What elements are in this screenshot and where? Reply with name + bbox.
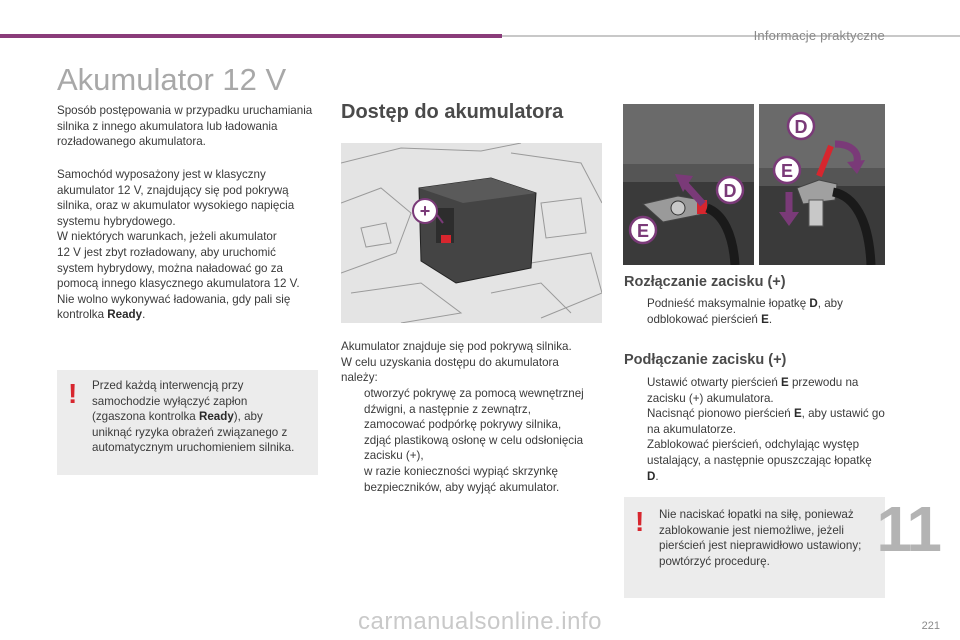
warning-text: Nie naciskać łopatki na siłę, ponieważ z…: [659, 508, 862, 568]
warning-line: samochodzie wyłączyć zapłon: [92, 394, 248, 408]
ring-e-ref: E: [761, 312, 769, 326]
header-accent-bar: [0, 34, 502, 38]
access-intro-line: W celu uzyskania dostępu do akumulatora: [341, 355, 559, 369]
step-text: , aby ustawić go na akumulatorze.: [647, 407, 885, 436]
step-text: otworzyć pokrywę za pomocą wewnętrznej d…: [364, 387, 584, 416]
warning-box-left: ! Przed każdą interwencją przy samochodz…: [57, 370, 318, 475]
body-line: pomocą innego klasycznego akumulatora 12…: [57, 277, 300, 291]
label-d: D: [724, 181, 737, 201]
body-line-text: .: [142, 308, 146, 322]
body-line: Nie wolno wykonywać ładowania, gdy pali …: [57, 292, 291, 306]
ready-indicator-name: Ready: [107, 308, 143, 322]
plus-sign: +: [420, 201, 431, 221]
list-item: Nacisnąć pionowo pierścień E, aby ustawi…: [624, 406, 886, 437]
step-text: Nacisnąć pionowo pierścień: [647, 407, 794, 421]
list-item: zamocować podpórkę pokrywy silnika,: [341, 417, 606, 433]
body-line: system hybrydowy, można naładować go za: [57, 261, 283, 275]
ready-indicator-name: Ready: [198, 410, 234, 424]
step-text: Podnieść maksymalnie łopatkę: [647, 297, 810, 310]
body-paragraph: Samochód wyposażony jest w klasyczny aku…: [57, 167, 327, 323]
connect-steps-list: Ustawić otwarty pierścień E przewodu na …: [624, 375, 886, 484]
list-item: Ustawić otwarty pierścień E przewodu na …: [624, 375, 886, 406]
body-line: silnika, oraz w akumulator wysokiego nap…: [57, 199, 295, 213]
terminal-drawing-right: D E: [759, 104, 885, 266]
label-e-marker: [772, 155, 802, 185]
label-d: D: [795, 117, 808, 137]
lever-d-ref: D: [809, 297, 818, 310]
body-line: kontrolka Ready.: [57, 307, 327, 323]
ring-e-ref: E: [793, 407, 802, 421]
label-e: E: [781, 161, 793, 181]
warning-line: uniknąć ryzyka obrażeń związanego z: [92, 425, 288, 439]
list-item: otworzyć pokrywę za pomocą wewnętrznej d…: [341, 386, 606, 417]
plus-terminal-marker: [412, 198, 438, 224]
body-line: akumulator 12 V, znajdujący się pod pokr…: [57, 183, 289, 197]
page-number: 221: [921, 620, 940, 632]
label-e-marker: [628, 215, 658, 245]
disconnect-steps-list: Podnieść maksymalnie łopatkę D, aby odbl…: [624, 296, 874, 327]
engine-bay-illustration: +: [340, 142, 603, 324]
step-text: zamocować podpórkę pokrywy silnika,: [364, 418, 562, 432]
step-text: Zablokować pierścień, odchylając występ …: [647, 438, 872, 467]
header-rule: [502, 35, 960, 37]
access-steps-list: otworzyć pokrywę za pomocą wewnętrznej d…: [341, 386, 606, 495]
list-item: Zablokować pierścień, odchylając występ …: [624, 437, 886, 484]
intro-paragraph: Sposób postępowania w przypadku uruchami…: [57, 104, 313, 149]
step-text: .: [768, 312, 773, 326]
body-line: Samochód wyposażony jest w klasyczny: [57, 168, 266, 181]
step-text: w razie konieczności wypiąć skrzynkę bez…: [364, 464, 560, 494]
warning-text: Przed każdą interwencją przy samochodzie…: [92, 378, 314, 456]
engine-bay-drawing: +: [340, 142, 603, 324]
body-line-text: kontrolka: [57, 308, 108, 322]
access-intro-line: Akumulator znajduje się pod pokrywą siln…: [341, 340, 572, 353]
body-line: W niektórych warunkach, jeżeli akumulato…: [57, 230, 277, 244]
warning-line: (zgaszona kontrolka Ready), aby: [92, 409, 314, 425]
step-text: Ustawić otwarty pierścień: [647, 376, 782, 389]
watermark: carmanualsonline.info: [358, 608, 602, 635]
terminal-drawing-left: D E: [623, 104, 754, 266]
warning-line-text: (zgaszona kontrolka: [92, 410, 199, 424]
section-title-access: Dostęp do akumulatora: [341, 101, 564, 123]
lever-d-ref: D: [647, 469, 656, 483]
step-text: zdjąć plastikową osłonę w celu odsłonięc…: [364, 433, 584, 463]
warning-icon: !: [68, 378, 78, 409]
label-d-marker: [715, 175, 745, 205]
warning-box-right: ! Nie naciskać łopatki na siłę, ponieważ…: [624, 497, 885, 598]
terminal-photo-left: D E: [623, 104, 754, 266]
label-d-marker: [786, 111, 816, 141]
header-title: Informacje praktyczne: [753, 28, 885, 43]
body-line: 12 V jest zbyt rozładowany, aby uruchomi…: [57, 245, 276, 259]
list-item: Podnieść maksymalnie łopatkę D, aby odbl…: [624, 296, 874, 327]
step-text: .: [655, 469, 659, 483]
terminal-photo-right: D E: [759, 104, 885, 266]
step-text: , aby odblokować pierścień: [647, 297, 843, 326]
step-text: przewodu na zacisku (+) akumulatora.: [647, 376, 859, 405]
warning-line-text: ), aby: [233, 410, 263, 424]
access-intro-line: należy:: [341, 371, 378, 385]
warning-icon: !: [635, 506, 645, 537]
subhead-connect: Podłączanie zacisku (+): [624, 352, 787, 368]
list-item: zdjąć plastikową osłonę w celu odsłonięc…: [341, 433, 606, 464]
page-title: Akumulator 12 V: [57, 62, 287, 97]
access-intro: Akumulator znajduje się pod pokrywą siln…: [341, 339, 611, 386]
label-e: E: [637, 221, 649, 241]
chapter-number: 11: [876, 493, 942, 565]
list-item: w razie konieczności wypiąć skrzynkę bez…: [341, 464, 606, 495]
ring-e-ref: E: [781, 376, 789, 389]
body-line: systemu hybrydowego.: [57, 214, 176, 228]
warning-line: Przed każdą interwencją przy: [92, 379, 244, 392]
warning-line: automatycznym uruchomieniem silnika.: [92, 441, 295, 455]
subhead-disconnect: Rozłączanie zacisku (+): [624, 274, 786, 290]
